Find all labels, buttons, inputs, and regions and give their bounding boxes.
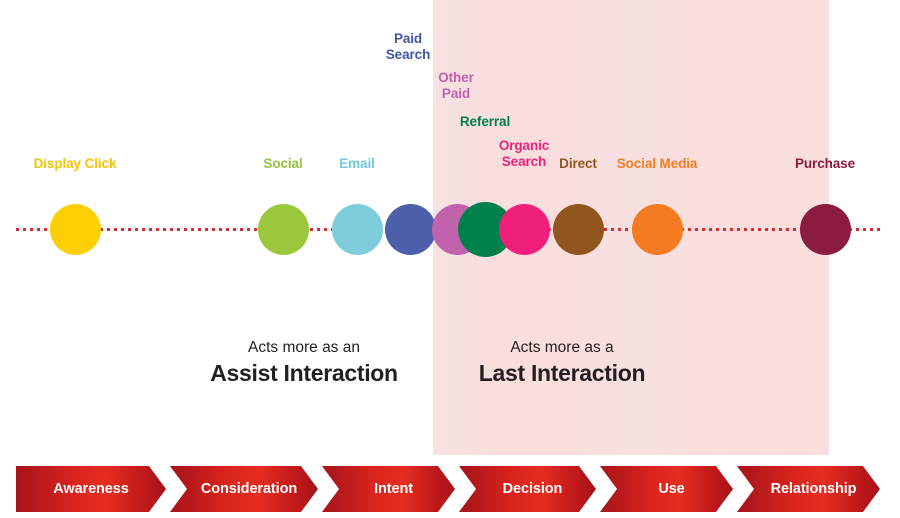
funnel-stage-label: Intent: [374, 481, 413, 497]
channel-node-circle[interactable]: [257, 203, 309, 255]
channel-node-label: Social: [263, 156, 303, 171]
channel-node-circle[interactable]: [552, 203, 604, 255]
channel-node-circle[interactable]: [331, 203, 383, 255]
funnel-stage-label: Decision: [502, 481, 563, 497]
channel-node-label: Social Media: [616, 156, 698, 171]
funnel-stage-relationship[interactable]: Relationship: [737, 466, 880, 512]
funnel-stage-decision[interactable]: Decision: [459, 466, 596, 512]
funnel-stage-label: Awareness: [53, 481, 129, 497]
funnel-stage-use[interactable]: Use: [600, 466, 733, 512]
funnel-stage-label: Consideration: [200, 481, 298, 497]
channel-node-circle[interactable]: [384, 203, 436, 255]
funnel-stage-awareness[interactable]: Awareness: [16, 466, 166, 512]
channel-node-label: Direct: [559, 156, 597, 171]
funnel-stage-banner: Awareness Consideration Intent Decision Use R…: [16, 466, 884, 512]
funnel-stage-label: Use: [658, 481, 685, 497]
interaction-caption: Acts more as an Assist Interaction: [210, 338, 398, 388]
channel-node-label: Display Click: [33, 156, 117, 171]
caption-subtitle: Acts more as an: [247, 339, 360, 356]
caption-title: Last Interaction: [478, 360, 646, 386]
channel-node-label: Referral: [459, 114, 511, 129]
channel-node-circle[interactable]: [799, 203, 851, 255]
channel-node-label: Email: [339, 156, 375, 171]
last-interaction-highlight-band: [433, 0, 829, 455]
channel-node-label: Paid Search: [385, 31, 431, 62]
funnel-stage-intent[interactable]: Intent: [322, 466, 455, 512]
funnel-stage-consideration[interactable]: Consideration: [170, 466, 318, 512]
channel-node-circle[interactable]: [498, 203, 550, 255]
channel-node-label: Organic Search: [498, 138, 550, 169]
funnel-stage-label: Relationship: [770, 481, 857, 497]
caption-title: Assist Interaction: [210, 360, 398, 386]
channel-node-label: Purchase: [795, 156, 855, 171]
channel-node-circle[interactable]: [631, 203, 683, 255]
interaction-caption: Acts more as a Last Interaction: [478, 338, 646, 388]
caption-subtitle: Acts more as a: [510, 339, 614, 356]
channel-node-label: Other Paid: [438, 70, 474, 101]
channel-node-circle[interactable]: [49, 203, 101, 255]
